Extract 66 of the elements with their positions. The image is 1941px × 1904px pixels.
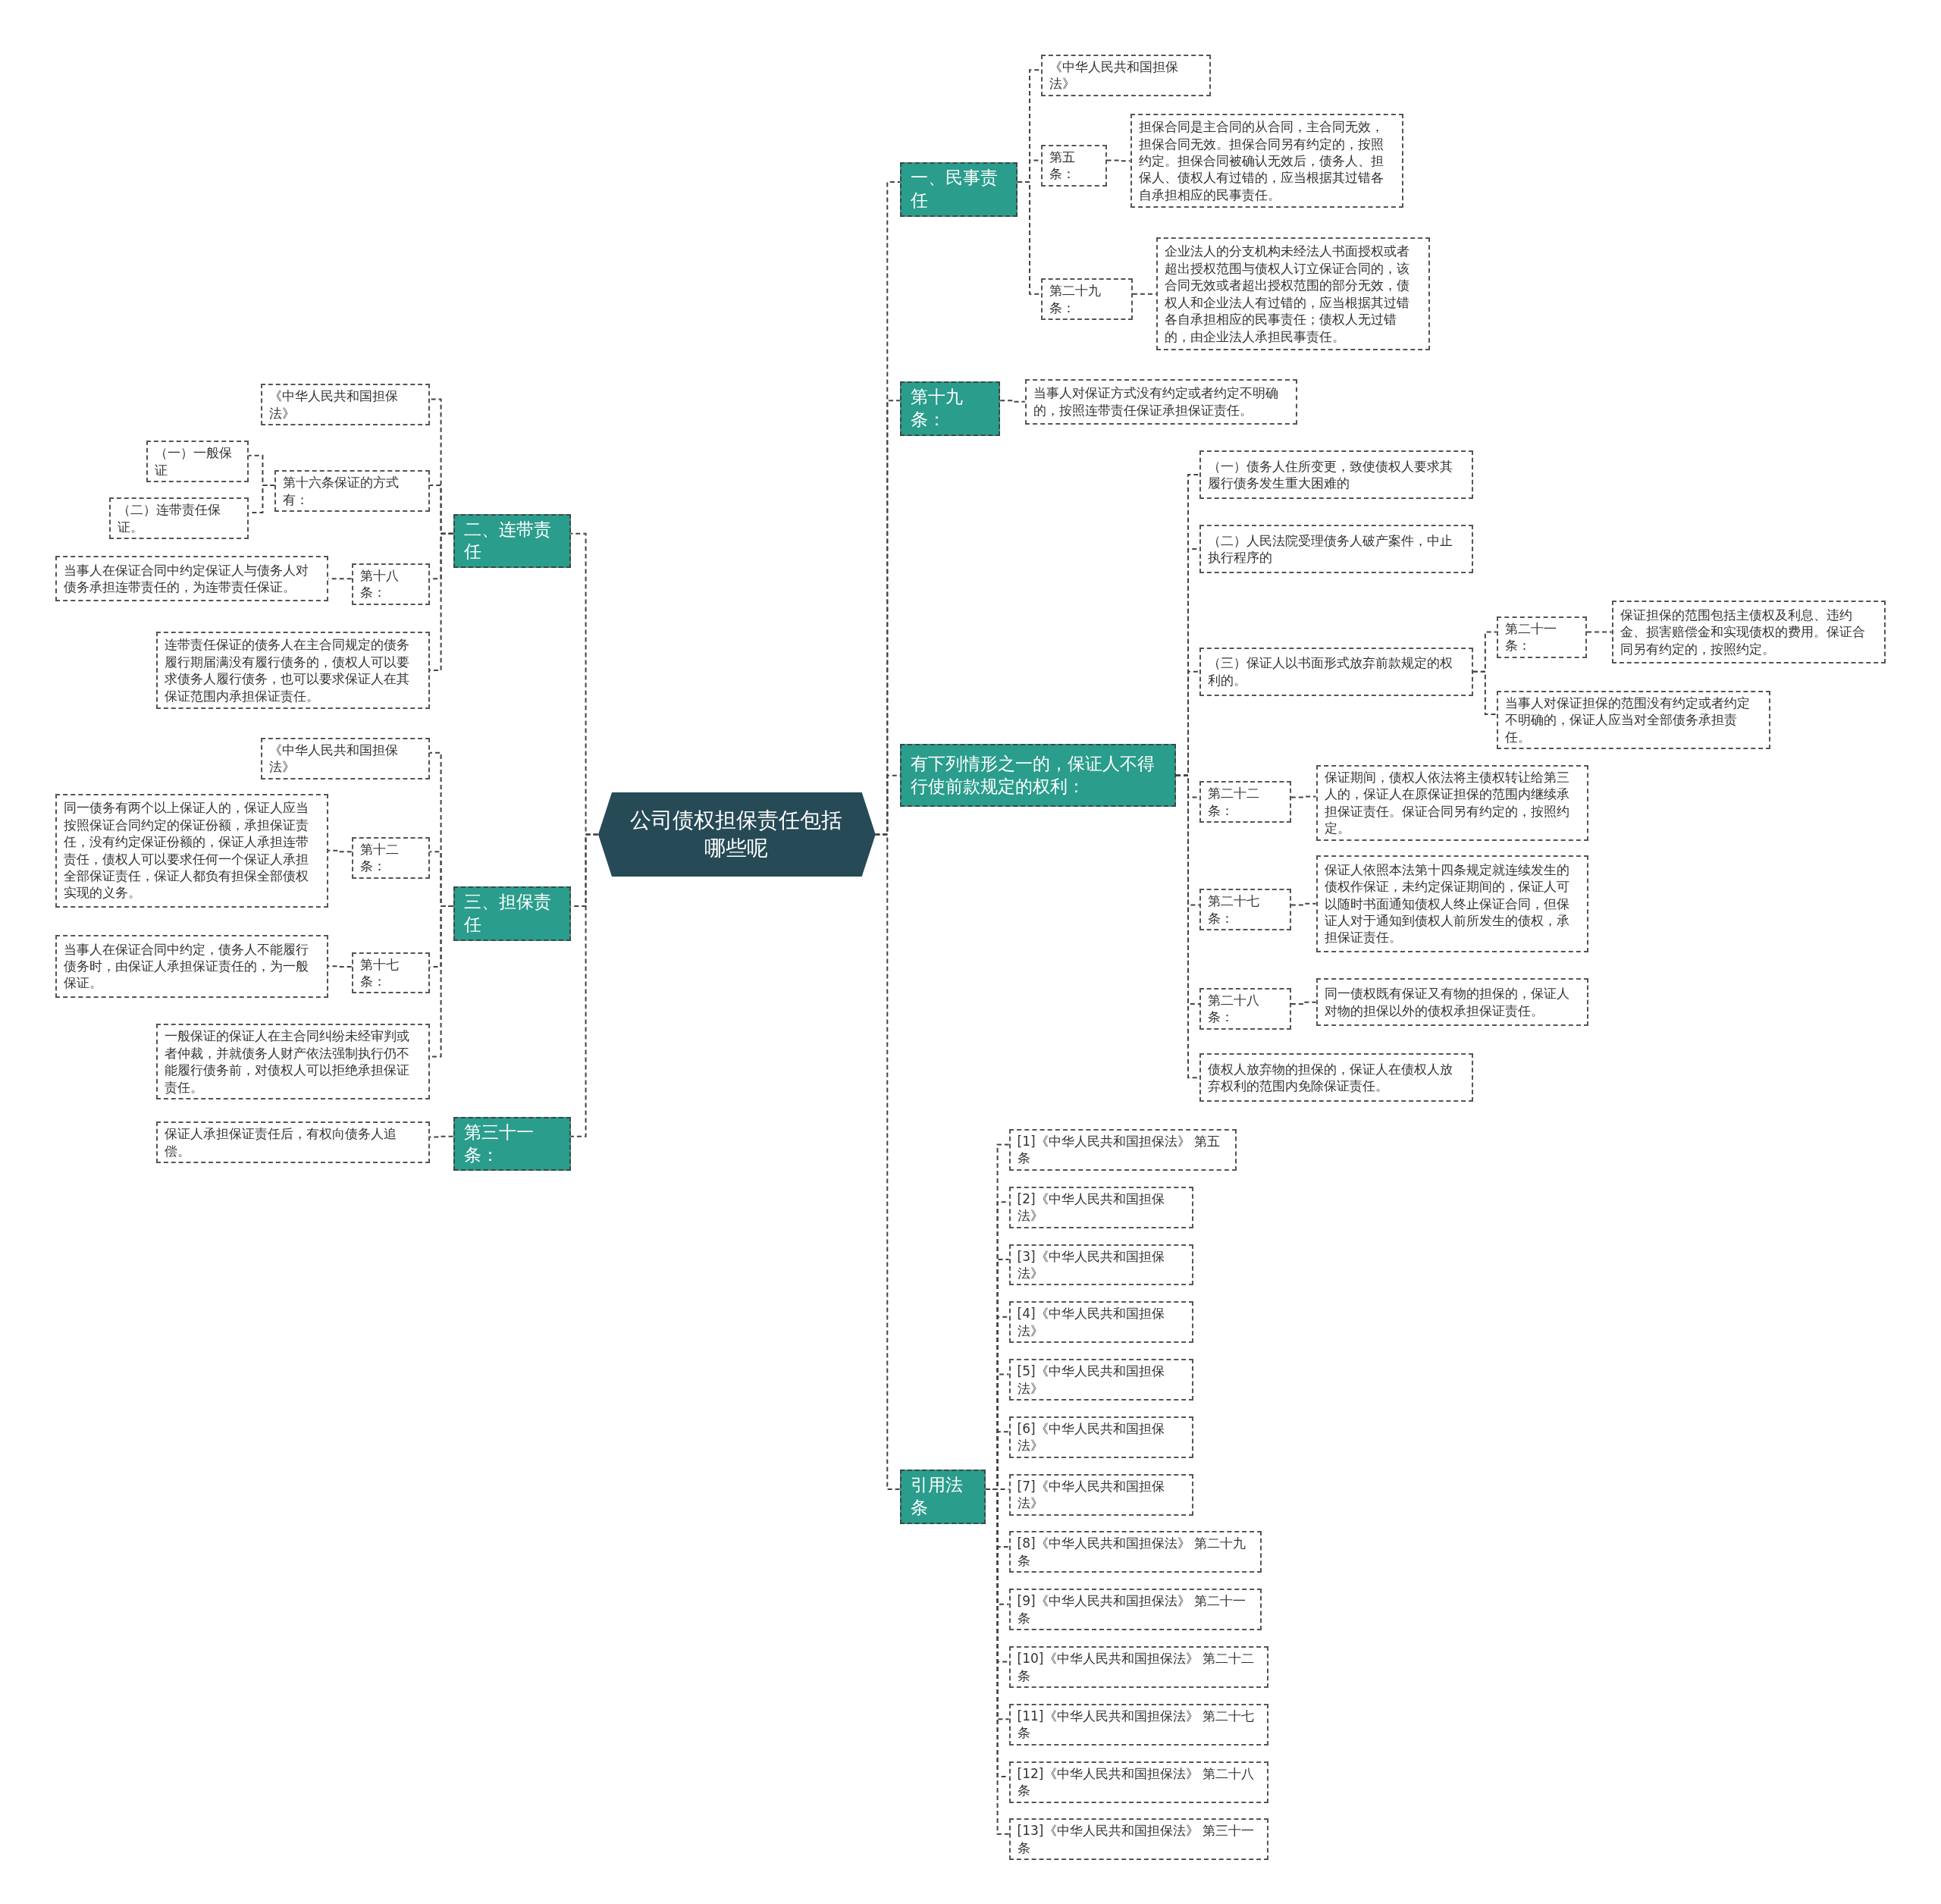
branch-topic: 三、担保责任 [453, 886, 571, 941]
topic-box: [2]《中华人民共和国担保法》 [1008, 1186, 1193, 1228]
topic-box: 保证期间，债权人依法将主债权转让给第三人的，保证人在原保证担保的范围内继续承担保证责任。保证合同另有约定的，按照约定。 [1315, 764, 1588, 841]
topic-box: [8]《中华人民共和国担保法》 第二十九条 [1008, 1531, 1262, 1573]
topic-box: 保证人承担保证责任后，有权向债务人追偿。 [155, 1121, 430, 1164]
topic-box: [12]《中华人民共和国担保法》 第二十八条 [1008, 1761, 1269, 1803]
topic-box: （一）一般保证 [146, 441, 249, 483]
branch-topic: 第十九条： [899, 381, 1001, 436]
connector-line [874, 833, 901, 1491]
branch-topic: 一、民事责任 [899, 162, 1018, 217]
branch-topic: 有下列情形之一的，保证人不得行使前款规定的权利： [899, 744, 1176, 808]
topic-box: [5]《中华人民共和国担保法》 [1008, 1359, 1193, 1401]
connector-line [1290, 1001, 1317, 1005]
topic-box: （二）人民法院受理债务人破产案件，中止执行程序的 [1199, 525, 1473, 573]
topic-box: [3]《中华人民共和国担保法》 [1008, 1244, 1193, 1286]
connector-line [327, 965, 353, 968]
topic-box: 同一债权既有保证又有物的担保的，保证人对物的担保以外的债权承担保证责任。 [1315, 977, 1588, 1027]
topic-box: 第十二条： [351, 836, 430, 879]
central-topic: 公司债权担保责任包括哪些呢 [597, 792, 876, 877]
topic-box: [13]《中华人民共和国担保法》 第三十一条 [1008, 1818, 1269, 1861]
topic-box: [10]《中华人民共和国担保法》 第二十二条 [1008, 1646, 1269, 1688]
topic-box: [7]《中华人民共和国担保法》 [1008, 1473, 1193, 1516]
topic-box: 当事人对保证担保的范围没有约定或者约定不明确的，保证人应当对全部债务承担责任。 [1496, 691, 1770, 750]
topic-box: 第五条： [1041, 145, 1107, 187]
topic-box: 担保合同是主合同的从合同，主合同无效，担保合同无效。担保合同另有约定的，按照约定。担保合同被确认无效后，债务人、担保人、债权人有过错的，应当根据其过错各自承担相应的民事责任。 [1130, 114, 1404, 209]
branch-topic: 第三十一条： [453, 1116, 571, 1172]
topic-box: 第二十一条： [1496, 616, 1588, 658]
topic-box: 第二十九条： [1041, 278, 1133, 321]
topic-box: 一般保证的保证人在主合同纠纷未经审判或者仲裁，并就债务人财产依法强制执行仍不能履行债务前，对债权人可以拒绝承担保证责任。 [155, 1024, 430, 1099]
connector-line [1290, 902, 1317, 906]
topic-box: 企业法人的分支机构未经法人书面授权或者超出授权范围与债权人订立保证合同的，该合同无效或者超出授权范围的部分无效，债权人和企业法人有过错的，应当根据其过错各自承担相应的民事责任；债权人无过错的，由企业法人承担民事责任。 [1156, 237, 1430, 351]
topic-box: （三）保证人以书面形式放弃前款规定的权利的。 [1199, 647, 1473, 696]
topic-box: 第十七条： [351, 952, 430, 994]
branch-topic: 引用法条 [899, 1469, 986, 1524]
topic-box: [4]《中华人民共和国担保法》 [1008, 1301, 1193, 1344]
connector-line [1105, 159, 1131, 162]
topic-box: 当事人在保证合同中约定保证人与债务人对债务承担连带责任的，为连带责任保证。 [55, 556, 328, 602]
topic-box: 《中华人民共和国担保法》 [1041, 54, 1211, 96]
connector-line [999, 400, 1026, 403]
topic-box: 同一债务有两个以上保证人的，保证人应当按照保证合同约定的保证份额，承担保证责任，没有约定保证份额的，保证人承担连带责任，债权人可以要求任何一个保证人承担全部保证责任，保证人都负有担保全部债权实现的义务。 [55, 793, 328, 908]
connector-line [327, 849, 353, 853]
topic-box: 当事人对保证方式没有约定或者约定不明确的，按照连带责任保证承担保证责任。 [1024, 378, 1297, 425]
topic-box: 第二十二条： [1199, 781, 1291, 823]
topic-box: 当事人在保证合同中约定，债务人不能履行债务时，由保证人承担保证责任的，为一般保证。 [55, 934, 328, 998]
topic-box: [9]《中华人民共和国担保法》 第二十一条 [1008, 1589, 1262, 1631]
topic-box: （二）连带责任保证。 [108, 497, 249, 540]
connector-line [428, 1135, 454, 1138]
topic-box: 《中华人民共和国担保法》 [261, 384, 430, 425]
topic-box: 《中华人民共和国担保法》 [261, 738, 430, 779]
connector-line [1290, 795, 1317, 798]
topic-box: （一）债务人住所变更，致使债权人要求其履行债务发生重大困难的 [1199, 450, 1473, 499]
connector-line [1472, 670, 1497, 716]
branch-topic: 二、连带责任 [453, 513, 571, 569]
topic-box: 第二十八条： [1199, 987, 1291, 1030]
topic-box: 第十六条保证的方式有： [274, 470, 430, 513]
connector-line [1586, 631, 1613, 633]
topic-box: [11]《中华人民共和国担保法》 第二十七条 [1008, 1703, 1269, 1746]
topic-box: [6]《中华人民共和国担保法》 [1008, 1416, 1193, 1458]
topic-box: 保证担保的范围包括主债权及利息、违约金、损害赔偿金和实现债权的费用。保证合同另有约定的，按照约定。 [1611, 600, 1886, 664]
topic-box: [1]《中华人民共和国担保法》 第五条 [1008, 1128, 1237, 1171]
topic-box: 保证人依照本法第十四条规定就连续发生的债权作保证，未约定保证期间的，保证人可以随时书面通知债权人终止保证合同，但保证人对于通知到债权人前所发生的债权，承担保证责任。 [1315, 855, 1588, 952]
topic-box: 第二十七条： [1199, 889, 1291, 931]
topic-box: 债权人放弃物的担保的，保证人在债权人放弃权利的范围内免除保证责任。 [1199, 1053, 1473, 1103]
topic-box: 第十八条： [351, 563, 430, 605]
topic-box: 连带责任保证的债务人在主合同规定的债务履行期届满没有履行债务的，债权人可以要求债务人履行债务，也可以要求保证人在其保证范围内承担保证责任。 [155, 631, 430, 710]
connector-line [569, 833, 599, 1137]
